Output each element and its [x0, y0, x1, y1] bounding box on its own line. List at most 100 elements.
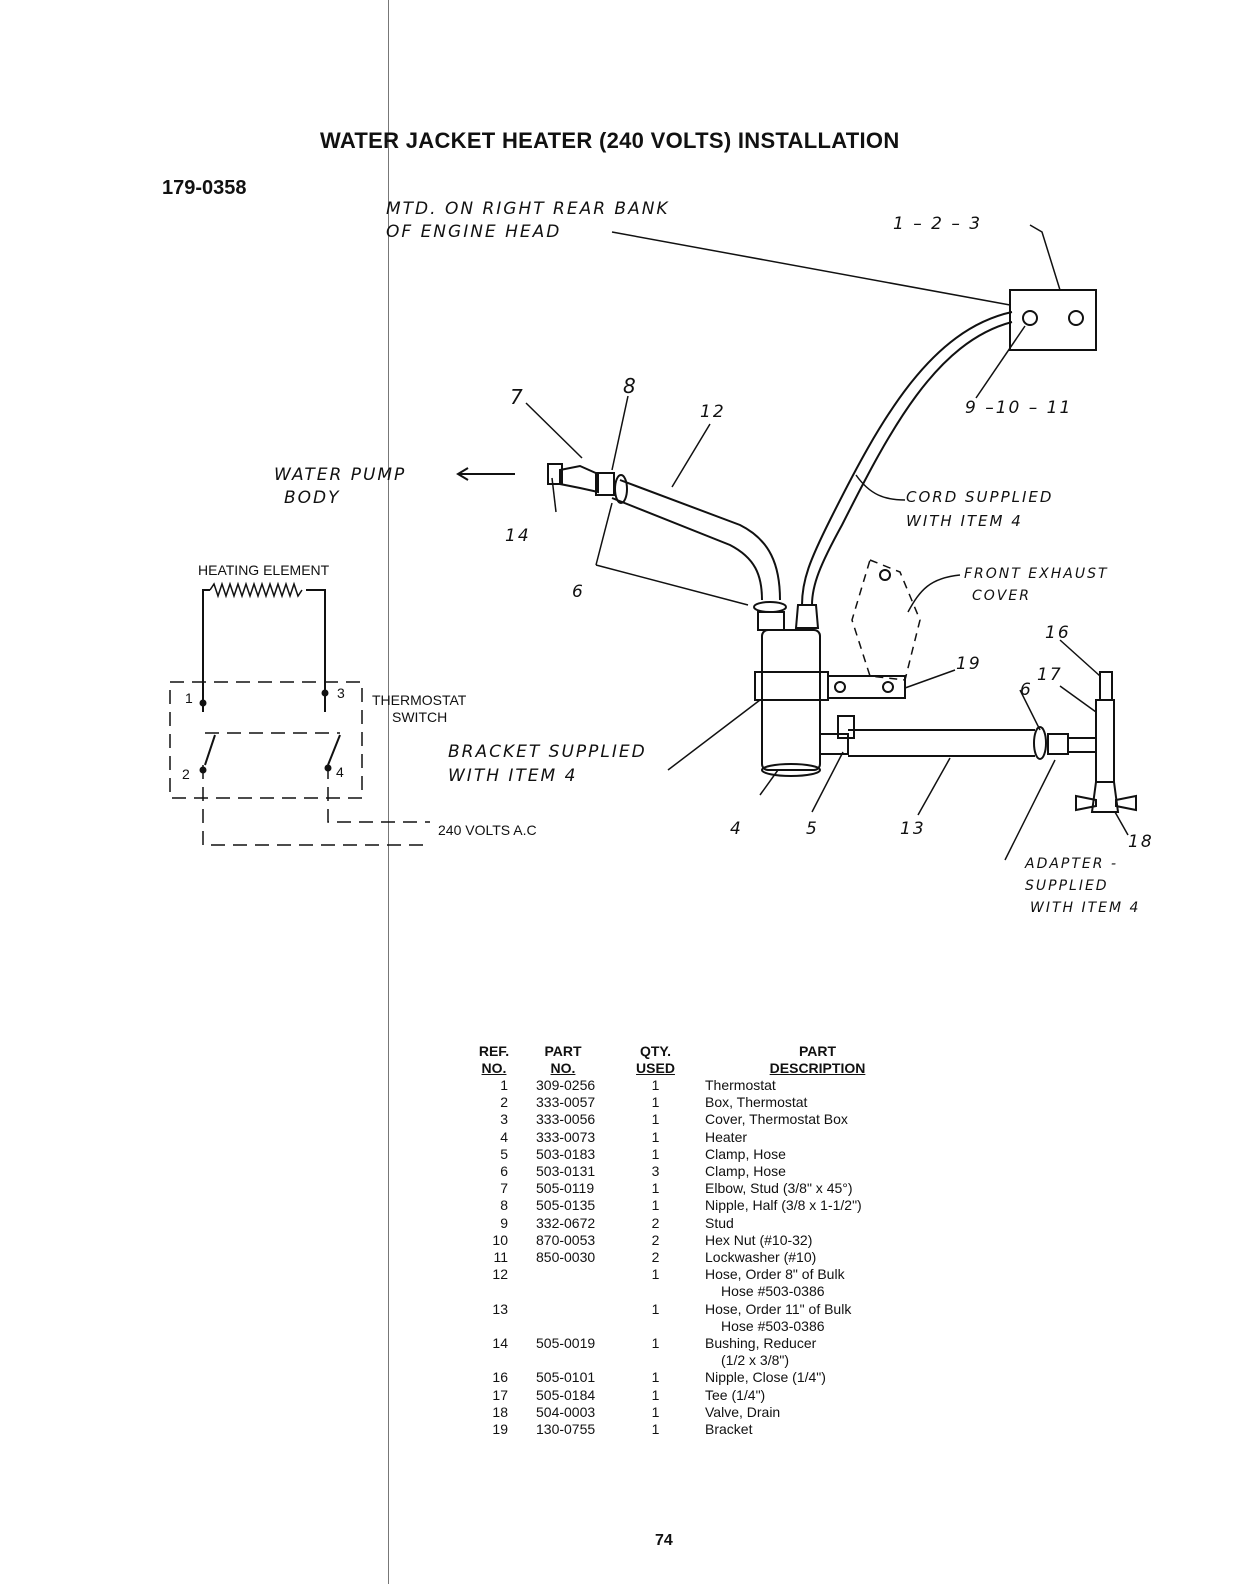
terminal-4: 4	[336, 764, 344, 780]
row-description: Thermostat	[703, 1077, 930, 1094]
row-quantity: 1	[651, 1077, 660, 1093]
heater-wire-right	[306, 589, 326, 700]
leader-7	[525, 402, 583, 459]
leader-13	[917, 757, 951, 816]
table-row: 6 503-0131 3 Clamp, Hose	[470, 1163, 930, 1180]
hose-clamp-upper	[614, 474, 628, 504]
row-quantity: 1	[651, 1111, 660, 1128]
switch-contact-right	[327, 734, 341, 766]
row-description-line1: Box, Thermostat	[705, 1094, 808, 1111]
row-part-number: 333-0057	[536, 1094, 596, 1111]
row-description-line1: Elbow, Stud (3/8" x 45°)	[705, 1180, 853, 1197]
row-quantity: 1	[651, 1335, 660, 1352]
page-title: WATER JACKET HEATER (240 VOLTS) INSTALLA…	[320, 128, 900, 153]
row-part-number: 505-0119	[536, 1180, 595, 1197]
row-ref-number: 1	[500, 1077, 508, 1093]
row-description-line2: (1/2 x 3/8")	[721, 1352, 789, 1369]
row-ref-number: 2	[500, 1094, 508, 1111]
front-exhaust-cover	[851, 558, 921, 681]
wire-240-right	[327, 765, 430, 823]
row-part-number: 505-0101	[536, 1369, 596, 1386]
row-description: Stud	[703, 1215, 930, 1232]
row-part-number: 503-0131	[536, 1163, 596, 1180]
bracket-band	[754, 671, 829, 701]
row-description-line1: Thermostat	[705, 1077, 776, 1093]
row-description-line1: Clamp, Hose	[705, 1145, 786, 1162]
row-quantity: 1	[651, 1369, 660, 1386]
water-pump-label-line2: BODY	[284, 488, 341, 508]
header-part-line1: PART	[544, 1043, 582, 1059]
leader-14	[551, 477, 557, 513]
leader-5	[811, 751, 844, 813]
heater-outlet-nipple	[819, 733, 849, 755]
leader-cord	[855, 474, 906, 501]
row-ref-number: 5	[500, 1145, 508, 1162]
tee-branch	[1067, 737, 1097, 753]
header-part-line2: NO.	[550, 1060, 576, 1076]
row-description: Clamp, Hose	[703, 1146, 930, 1163]
adapter-label-line3: WITH ITEM 4	[1030, 900, 1141, 916]
adapter-label-line1: ADAPTER -	[1025, 856, 1119, 872]
terminal-2: 2	[182, 766, 190, 782]
page-fold-line	[388, 0, 389, 1584]
row-description-line1: Lockwasher (#10)	[705, 1249, 817, 1266]
row-ref-number: 11	[493, 1249, 508, 1266]
header-ref-line2: NO.	[481, 1060, 507, 1076]
water-pump-label-line1: WATER PUMP	[274, 465, 407, 485]
row-quantity: 3	[651, 1163, 660, 1180]
row-ref-number: 12	[492, 1266, 508, 1283]
row-quantity: 1	[651, 1300, 660, 1317]
row-description-line1: Tee (1/4")	[705, 1386, 766, 1403]
row-description: Bracket	[703, 1421, 930, 1438]
leader-6a-1	[595, 502, 613, 566]
table-row: 10 870-0053 2 Hex Nut (#10-32)	[470, 1232, 930, 1249]
row-quantity: 2	[651, 1214, 660, 1231]
row-quantity: 1	[651, 1145, 660, 1162]
ref-12: 12	[700, 402, 726, 422]
ref-5: 5	[806, 819, 819, 839]
row-description-line1: Nipple, Close (1/4")	[705, 1369, 826, 1386]
elbow-stud	[559, 464, 599, 494]
hose-clamp-heater-top	[753, 601, 787, 613]
row-description: Cover, Thermostat Box	[703, 1111, 930, 1128]
ref-7: 7	[510, 385, 525, 409]
hose-clamp-5	[837, 715, 855, 739]
leader-16	[1059, 639, 1101, 677]
nipple-half	[595, 472, 615, 496]
row-ref-number: 10	[492, 1231, 508, 1248]
row-quantity: 1	[651, 1266, 660, 1283]
ref-4: 4	[730, 819, 743, 839]
cord-plug	[794, 604, 820, 629]
leader-12	[671, 423, 711, 488]
row-description-line1: Clamp, Hose	[705, 1163, 786, 1180]
thermostat-switch-box	[169, 681, 363, 799]
leader-exhaust	[907, 574, 961, 613]
row-part-number: 505-0184	[536, 1386, 596, 1403]
row-part-number: 333-0073	[536, 1128, 596, 1145]
row-description: Elbow, Stud (3/8" x 45°)	[703, 1180, 930, 1197]
row-ref-number: 6	[500, 1163, 508, 1180]
water-pump-arrowhead	[456, 467, 469, 481]
bracket-bolt	[834, 681, 846, 693]
upper-hose-bottom	[611, 497, 763, 601]
upper-hose-top	[619, 479, 781, 601]
drain-valve-handle	[1075, 794, 1137, 812]
row-ref-number: 3	[500, 1111, 508, 1128]
row-quantity: 2	[651, 1231, 660, 1248]
row-ref-number: 4	[500, 1128, 508, 1145]
row-description: Hex Nut (#10-32)	[703, 1232, 930, 1249]
row-part-number	[518, 1266, 608, 1300]
row-ref-number: 9	[500, 1214, 508, 1231]
row-part-number: 870-0053	[536, 1231, 596, 1248]
row-description: Clamp, Hose	[703, 1163, 930, 1180]
cord-label-line2: WITH ITEM 4	[906, 512, 1023, 530]
